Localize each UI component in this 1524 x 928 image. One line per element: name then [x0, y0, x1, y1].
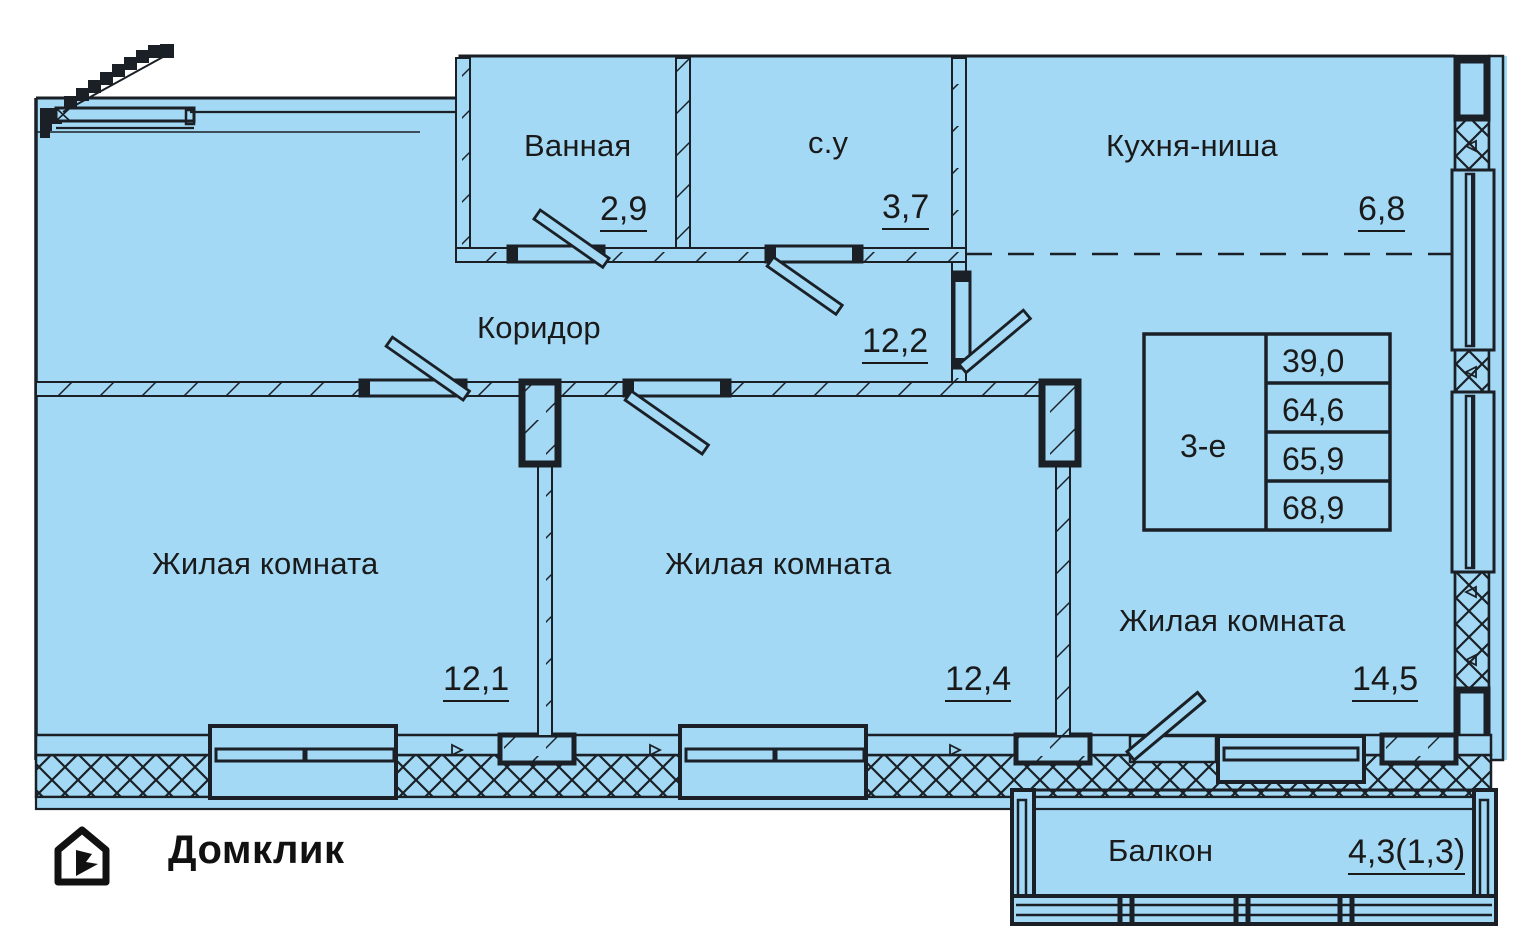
- bottom-windows: [208, 724, 1459, 800]
- room-label-vannaya: Ванная: [524, 128, 632, 163]
- room-area-vannaya: 2,9: [600, 190, 648, 232]
- balcony-door: [1124, 690, 1218, 764]
- house-cursor-icon: [54, 826, 110, 886]
- columns: [518, 378, 1082, 468]
- logo-text: Домклик: [168, 828, 345, 872]
- room-label-kuhnya-nisha: Кухня-ниша: [1106, 128, 1278, 163]
- entrance-door: [40, 44, 460, 138]
- room-label-koridor: Коридор: [477, 310, 601, 345]
- balcony-structure: [1010, 788, 1498, 926]
- info-table-value-1: 39,0: [1282, 343, 1345, 379]
- room-area-kuhnya-nisha: 6,8: [1358, 190, 1406, 232]
- interior-doors: [358, 208, 1033, 456]
- room-area-balkon: 4,3(1,3): [1348, 833, 1466, 875]
- room-area-koridor: 12,2: [862, 322, 929, 364]
- room-label-balkon: Балкон: [1108, 833, 1214, 868]
- room-area-zhilaya-3: 14,5: [1352, 660, 1419, 702]
- right-exterior-wall: [1450, 54, 1505, 762]
- room-area-zhilaya-2: 12,4: [945, 660, 1012, 702]
- room-area-zhilaya-1: 12,1: [443, 660, 510, 702]
- info-table-type-label: 3-е: [1180, 428, 1227, 464]
- room-label-zhilaya-2: Жилая комната: [665, 546, 892, 581]
- room-area-su: 3,7: [882, 188, 930, 230]
- room-label-su: с.у: [808, 125, 849, 160]
- info-table-value-2: 64,6: [1282, 392, 1345, 428]
- info-table-value-3: 65,9: [1282, 441, 1345, 477]
- room-label-zhilaya-3: Жилая комната: [1119, 603, 1346, 638]
- info-table-value-4: 68,9: [1282, 490, 1345, 526]
- room-label-zhilaya-1: Жилая комната: [152, 546, 379, 581]
- domclick-logo: Домклик: [50, 824, 350, 886]
- info-table: [1142, 332, 1392, 532]
